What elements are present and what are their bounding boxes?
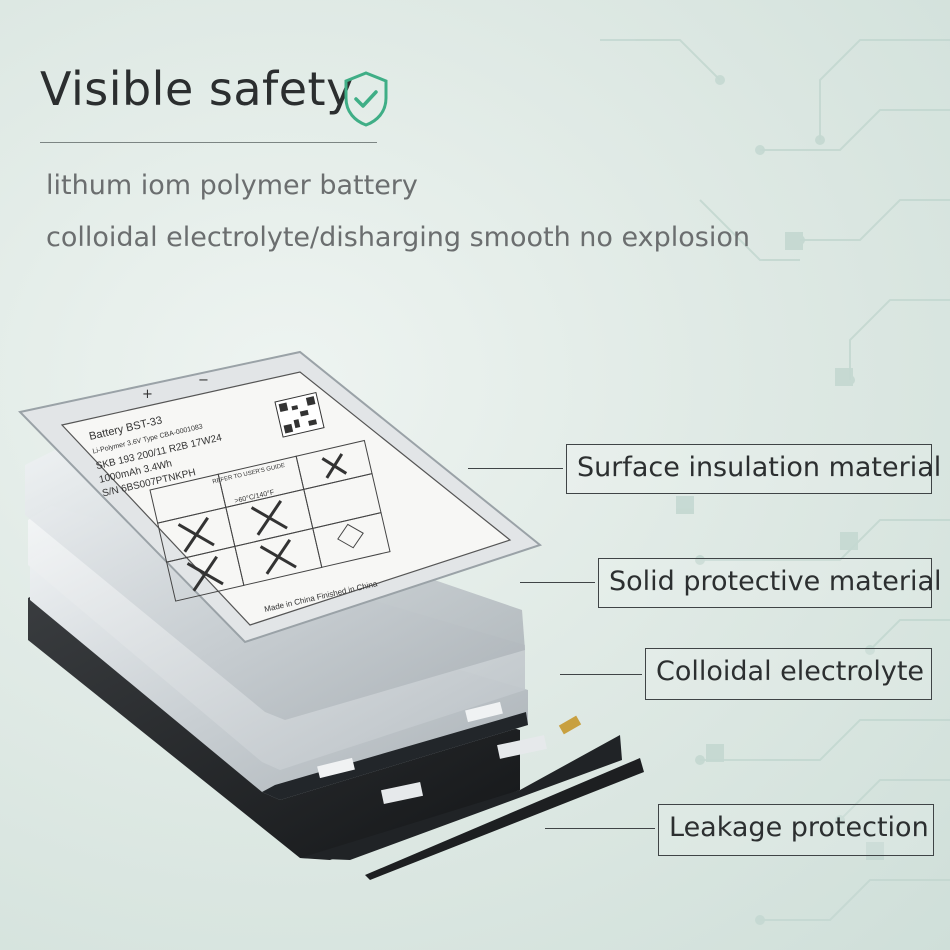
leader-line-leakage <box>545 828 655 829</box>
shield-check-icon <box>344 71 388 127</box>
battery-label-plate: Battery BST-33 Li-Polymer 3.6V Type CBA-… <box>18 350 543 644</box>
no-crush-icon <box>250 500 288 536</box>
callout-colloidal-electrolyte: Colloidal electrolyte <box>645 648 932 700</box>
no-trash-icon <box>186 555 224 592</box>
leader-line-surface <box>468 468 563 469</box>
title-divider <box>40 142 377 143</box>
callout-solid-protective: Solid protective material <box>598 558 942 608</box>
plus-terminal: + <box>142 387 153 402</box>
leader-line-colloidal <box>560 674 642 675</box>
callout-leakage-protection: Leakage protection <box>658 804 934 856</box>
page-title: Visible safety <box>40 62 354 116</box>
qr-code-icon <box>274 391 325 438</box>
subtitle-battery-type: lithum iom polymer battery <box>46 170 418 201</box>
leader-line-solid <box>520 582 595 583</box>
subtitle-features: colloidal electrolyte/disharging smooth … <box>46 222 750 253</box>
no-water-icon <box>259 538 297 575</box>
callout-surface-insulation: Surface insulation material <box>566 444 941 494</box>
recycle-icon <box>337 523 364 549</box>
battery-exploded-illustration: Battery BST-33 Li-Polymer 3.6V Type CBA-… <box>18 350 644 880</box>
minus-terminal: − <box>198 373 209 388</box>
no-fire-icon <box>177 516 215 553</box>
